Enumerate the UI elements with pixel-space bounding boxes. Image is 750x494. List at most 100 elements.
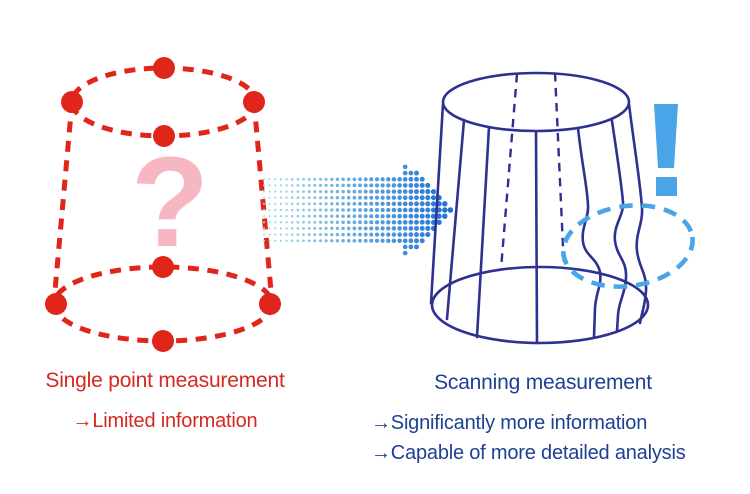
arrow-dot bbox=[330, 183, 334, 188]
scan-bottom-ellipse bbox=[430, 265, 650, 345]
arrow-dot bbox=[346, 202, 351, 206]
arrow-dot bbox=[430, 195, 437, 201]
arrow-dot bbox=[352, 238, 357, 243]
arrow-dot bbox=[335, 214, 340, 218]
arrow-dot bbox=[369, 226, 374, 231]
arrow-dot bbox=[386, 201, 391, 206]
arrow-dot bbox=[408, 195, 414, 201]
arrow-dot bbox=[380, 214, 385, 219]
arrow-dot bbox=[285, 227, 288, 230]
arrow-dot bbox=[402, 226, 408, 231]
arrow-dot bbox=[358, 195, 362, 200]
arrow-dot bbox=[313, 202, 317, 206]
arrow-dot bbox=[374, 195, 380, 200]
arrow-dot bbox=[352, 183, 357, 188]
arrow-dot bbox=[313, 233, 317, 237]
arrow-dot bbox=[302, 184, 305, 187]
arrow-dot bbox=[296, 220, 300, 224]
arrow-dot bbox=[274, 202, 277, 205]
arrow-dot bbox=[380, 177, 385, 182]
arrow-dot bbox=[318, 190, 323, 194]
arrow-dot bbox=[330, 232, 334, 237]
arrow-dot bbox=[414, 232, 419, 238]
arrow-dot bbox=[324, 190, 328, 194]
arrow-dot bbox=[318, 226, 323, 230]
arrow-dot bbox=[313, 196, 317, 200]
arrow-dot bbox=[279, 196, 283, 199]
arrow-dot bbox=[402, 170, 408, 176]
arrow-dot bbox=[324, 202, 328, 206]
arrow-dot bbox=[352, 189, 357, 194]
arrow-dot bbox=[263, 209, 265, 211]
arrow-dot bbox=[290, 221, 294, 224]
arrow-dot bbox=[302, 239, 305, 243]
arrow-dot bbox=[419, 213, 425, 219]
arrow-dot bbox=[414, 244, 419, 250]
arrow-dot bbox=[363, 238, 368, 243]
arrow-dot bbox=[346, 195, 351, 200]
arrow-dot bbox=[263, 202, 265, 205]
arrow-dot bbox=[318, 220, 323, 224]
arrow-dot bbox=[296, 208, 300, 212]
arrow-dot bbox=[341, 208, 345, 212]
right-note-1: →Significantly more information bbox=[371, 412, 648, 434]
arrow-dot bbox=[397, 213, 402, 219]
arrow-dot bbox=[402, 232, 408, 237]
arrow-dot bbox=[386, 220, 391, 225]
arrow-dot bbox=[335, 226, 340, 231]
arrow-dot bbox=[380, 226, 385, 231]
arrow-dot bbox=[290, 202, 294, 206]
arrow-dot bbox=[391, 226, 397, 231]
arrow-dot bbox=[335, 220, 340, 224]
arrow-dot bbox=[397, 238, 402, 244]
exclamation-dot bbox=[656, 177, 677, 196]
arrow-dot bbox=[363, 189, 368, 194]
arrow-dot bbox=[302, 233, 305, 236]
arrow-dot bbox=[408, 207, 414, 213]
arrow-dot bbox=[369, 207, 374, 213]
arrow-dot bbox=[313, 208, 317, 212]
arrow-dot bbox=[330, 220, 334, 224]
arrow-dot bbox=[369, 195, 374, 200]
arrow-dot bbox=[447, 207, 454, 213]
arrow-dot bbox=[374, 177, 380, 182]
arrow-dot bbox=[324, 220, 328, 224]
arrow-dot bbox=[352, 232, 357, 237]
arrow-dot bbox=[268, 196, 271, 199]
arrow-dot bbox=[358, 214, 362, 219]
arrow-dot bbox=[335, 232, 340, 237]
arrow-dot bbox=[408, 189, 414, 194]
arrow-dot bbox=[397, 189, 402, 194]
arrow-dot bbox=[397, 220, 402, 225]
arrow-dot bbox=[397, 183, 402, 188]
arrow-dot bbox=[425, 219, 431, 225]
arrow-dot bbox=[408, 170, 414, 176]
arrow-dot bbox=[419, 176, 425, 182]
arrow-dot bbox=[358, 183, 362, 188]
arrow-dot bbox=[374, 189, 380, 194]
arrow-dot bbox=[363, 195, 368, 200]
arrow-dot bbox=[307, 183, 311, 187]
measurement-point-dot bbox=[153, 125, 175, 147]
arrow-dot bbox=[352, 226, 357, 231]
arrow-dot bbox=[358, 201, 362, 206]
arrow-dot bbox=[369, 183, 374, 188]
right-side-edge bbox=[251, 101, 275, 303]
arrow-dot bbox=[285, 190, 288, 193]
arrow-dot bbox=[268, 178, 271, 181]
arrow-dot bbox=[402, 219, 408, 225]
question-mark: ? bbox=[130, 131, 210, 274]
arrow-dot bbox=[380, 201, 385, 206]
arrow-dot bbox=[279, 208, 283, 212]
arrow-dot bbox=[302, 227, 305, 230]
arrow-dot bbox=[279, 233, 283, 236]
arrow-dot bbox=[318, 214, 323, 218]
measurement-point-dot bbox=[45, 293, 67, 315]
arrow-dot bbox=[324, 208, 328, 212]
arrow-dot bbox=[397, 207, 402, 213]
arrow-dot bbox=[414, 238, 419, 244]
arrow-right-dotted-icon bbox=[263, 164, 454, 256]
arrow-dot bbox=[425, 201, 431, 207]
arrow-dot bbox=[425, 189, 431, 195]
